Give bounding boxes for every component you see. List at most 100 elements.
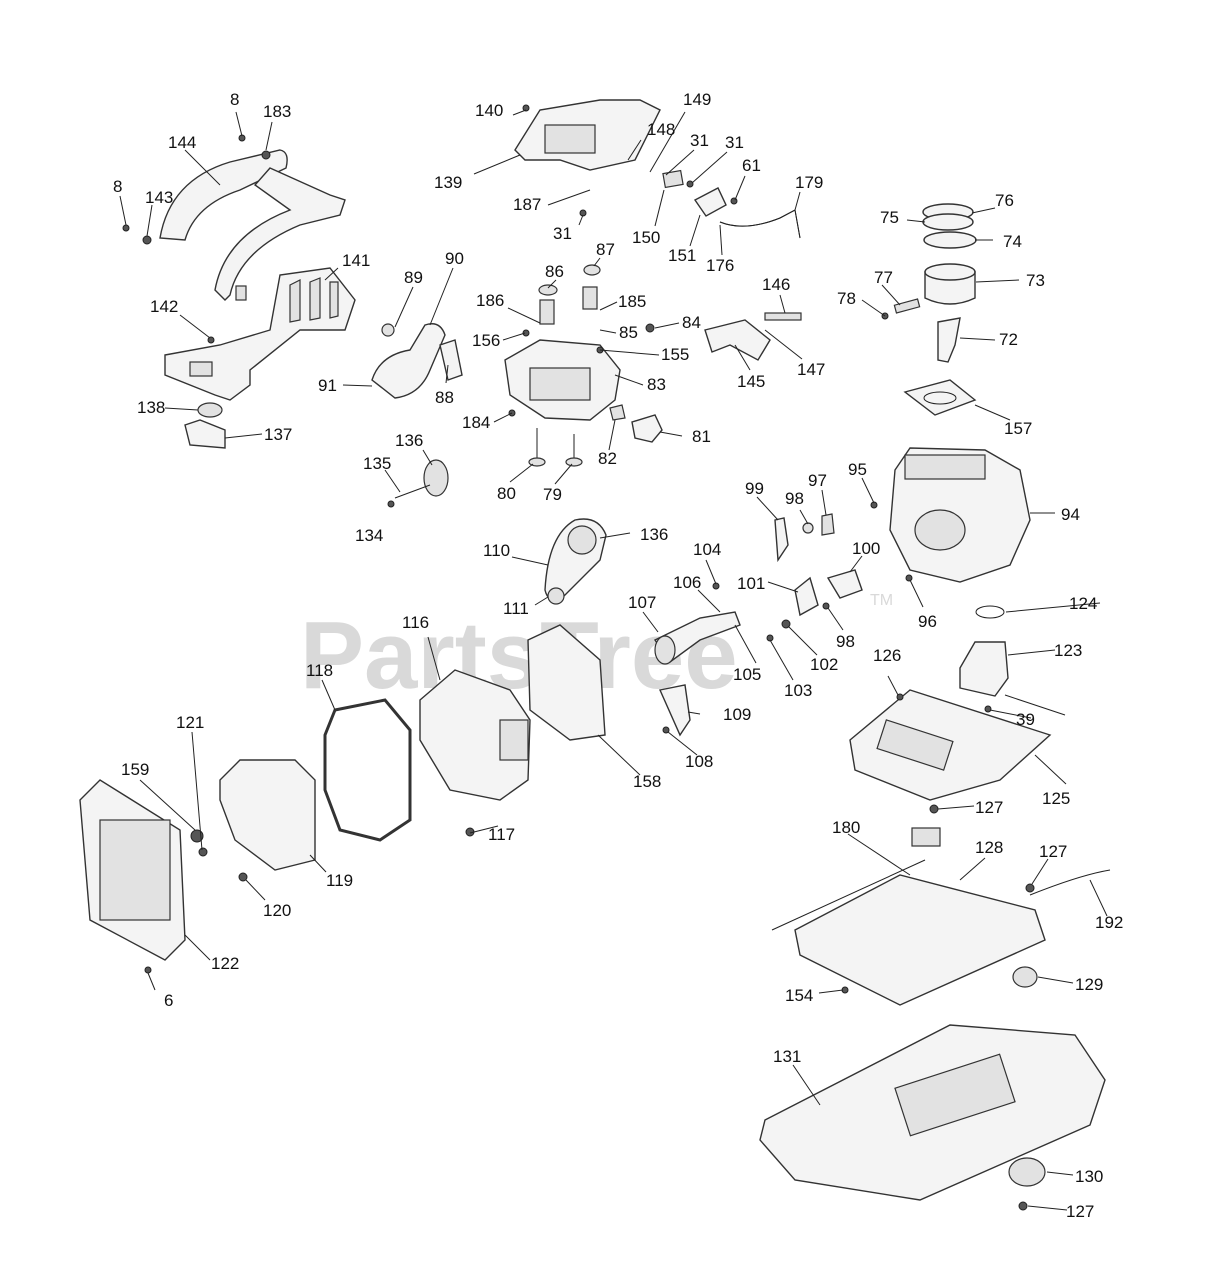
callout-label: 78 <box>837 289 856 308</box>
callout-label: 147 <box>797 360 825 379</box>
callout-label: 110 <box>483 541 510 560</box>
callout-label: 141 <box>342 251 370 270</box>
part-bolt-84 <box>645 323 655 333</box>
watermark-trademark: TM <box>870 592 893 609</box>
callout-label: 96 <box>918 612 937 631</box>
part-valve-spring <box>539 299 555 325</box>
part-pulley-136 <box>567 525 597 555</box>
callout-label: 106 <box>673 573 701 592</box>
part-nut-98 <box>822 602 830 610</box>
callout-label: 85 <box>619 323 638 342</box>
callout-label: 127 <box>1039 842 1067 861</box>
part-lever-145-147 <box>704 319 771 361</box>
part-piston <box>924 271 976 305</box>
callout-label: 129 <box>1075 975 1103 994</box>
callout-label: 156 <box>472 331 500 350</box>
part-valve-spring <box>582 286 598 310</box>
callout-label: 94 <box>1061 505 1080 524</box>
part-frame <box>164 267 356 401</box>
part-oring-124 <box>975 605 1005 619</box>
callout-label: 39 <box>1016 710 1035 729</box>
callout-label: 128 <box>975 838 1003 857</box>
callout-label: 116 <box>402 613 429 632</box>
part-fitting-151 <box>693 187 727 217</box>
part-plate-128 <box>794 874 1046 1006</box>
callout-label: 123 <box>1054 641 1082 660</box>
part-gasket-150 <box>662 169 684 189</box>
part-grille-vents <box>99 819 171 921</box>
callout-label: 75 <box>880 208 899 227</box>
part-retainer <box>583 264 601 276</box>
callout-label: 139 <box>434 173 462 192</box>
part-handle <box>159 149 346 301</box>
callout-label: 143 <box>145 188 173 207</box>
callout-label: 111 <box>503 599 529 618</box>
part-pulley-111 <box>547 587 565 605</box>
callout-label: 97 <box>808 471 827 490</box>
part-lever-101 <box>794 576 819 617</box>
callout-label: 134 <box>355 526 383 545</box>
callout-label: 98 <box>836 632 855 651</box>
callout-label: 109 <box>723 705 751 724</box>
callout-label: 95 <box>848 460 867 479</box>
part-base-inset <box>876 719 954 771</box>
part-bolt-121 <box>198 847 208 857</box>
callout-label: 86 <box>545 262 564 281</box>
callout-labels: 8 183 144 8 143 141 142 138 137 89 90 91… <box>113 90 1123 1221</box>
part-crankcase <box>889 447 1031 583</box>
callout-label: 127 <box>975 798 1003 817</box>
callout-label: 131 <box>773 1047 801 1066</box>
callout-label: 136 <box>395 431 423 450</box>
callout-label: 130 <box>1075 1167 1103 1186</box>
callout-label: 72 <box>999 330 1018 349</box>
part-bracket-100 <box>826 569 863 599</box>
callout-label: 103 <box>784 681 812 700</box>
callout-label: 186 <box>476 291 504 310</box>
callout-label: 144 <box>168 133 196 152</box>
part-crank-web <box>654 635 676 665</box>
callout-label: 90 <box>445 249 464 268</box>
callout-label: 101 <box>737 574 765 593</box>
callout-label: 91 <box>318 376 337 395</box>
part-seal-118 <box>323 698 412 842</box>
part-bolt-120 <box>238 872 248 882</box>
callout-label: 119 <box>326 871 353 890</box>
callout-label: 126 <box>873 646 901 665</box>
part-screw-6 <box>144 966 152 974</box>
callout-label: 89 <box>404 268 423 287</box>
callout-label: 76 <box>995 191 1014 210</box>
part-gasket-82 <box>609 404 626 421</box>
part-washer <box>261 150 271 160</box>
part-rod-180 <box>771 859 926 931</box>
callout-label: 146 <box>762 275 790 294</box>
part-nut-127 <box>1018 1201 1028 1211</box>
callout-label: 142 <box>150 297 178 316</box>
part-bracket-109 <box>659 684 691 737</box>
part-screw-156 <box>522 329 530 337</box>
callout-label: 118 <box>306 661 333 680</box>
part-bolt-89 <box>381 323 395 337</box>
part-screw-39 <box>984 705 992 713</box>
callout-label: 159 <box>121 760 149 779</box>
callout-label: 80 <box>497 484 516 503</box>
callout-label: 87 <box>596 240 615 259</box>
callout-label: 61 <box>742 156 761 175</box>
part-cover-boss <box>499 719 529 761</box>
callout-label: 6 <box>164 991 173 1010</box>
part-ring <box>923 231 977 249</box>
callout-label: 88 <box>435 388 454 407</box>
part-ring <box>922 213 974 231</box>
part-bolt-108 <box>662 726 670 734</box>
callout-label: 185 <box>618 292 646 311</box>
part-crankcase-cover <box>419 669 531 801</box>
part-hose-outline <box>719 209 801 239</box>
callout-label: 104 <box>693 540 721 559</box>
callout-label: 121 <box>176 713 204 732</box>
callout-label: 105 <box>733 665 761 684</box>
part-reservoir-123 <box>959 641 1009 697</box>
callout-label: 77 <box>874 268 893 287</box>
callout-label: 73 <box>1026 271 1045 290</box>
callout-label: 31 <box>725 133 744 152</box>
part-conrod <box>937 317 961 363</box>
